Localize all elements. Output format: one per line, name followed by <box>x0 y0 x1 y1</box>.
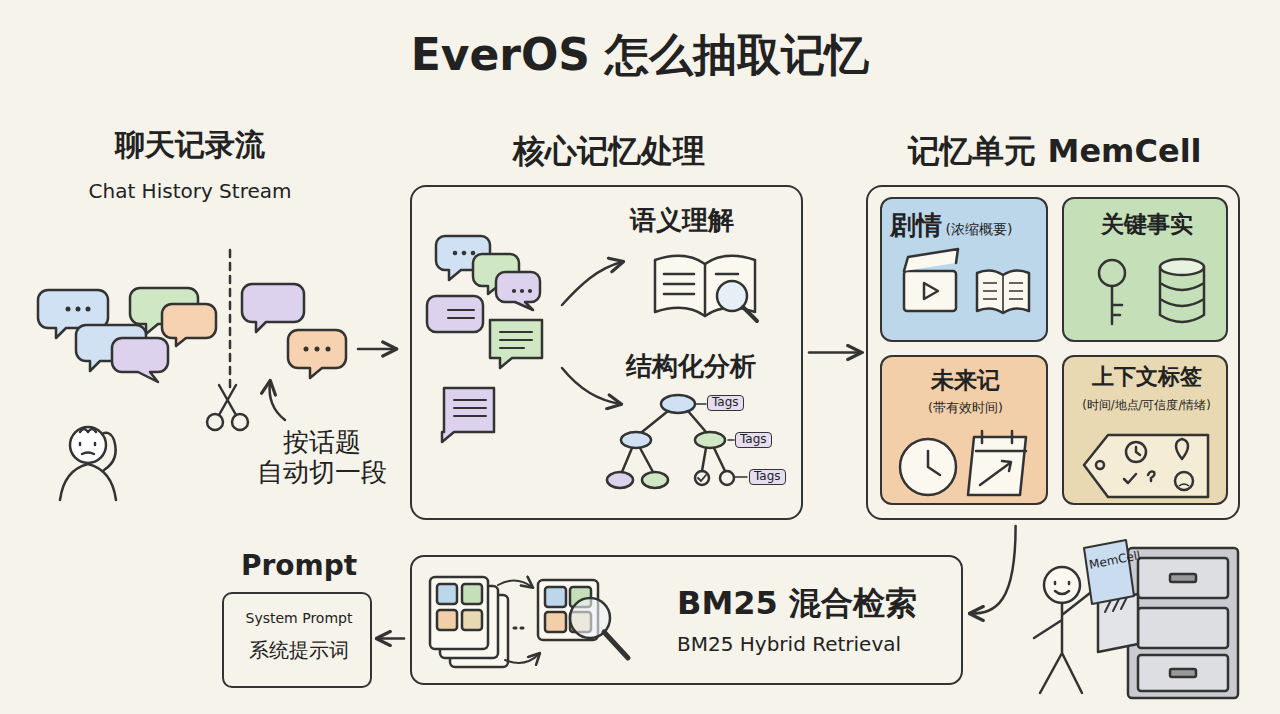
scissors <box>207 385 248 430</box>
memcell-box: 记忆单元 MemCell剧情(浓缩概要)关键事实未来记(带有效时间)上下文标签(… <box>866 185 1240 520</box>
node-heading: BM25 混合检索 <box>677 585 917 622</box>
node-text: System Prompt <box>224 610 374 626</box>
label-text: Chat History Stream <box>60 180 320 203</box>
node-heading: 记忆单元 MemCell <box>868 133 1242 170</box>
pointer-arrow <box>270 382 285 420</box>
tree-diagram <box>607 395 747 488</box>
node-heading: Prompt <box>224 550 374 582</box>
node-heading: 未来记 <box>882 367 1050 393</box>
label-text: 语义理解 <box>630 206 734 236</box>
node-text: (时间/地点/可信度/情绪) <box>1064 399 1230 412</box>
label-text: 聊天记录流 <box>90 128 290 163</box>
connector-arrow <box>809 351 860 354</box>
node-heading: 核心记忆处理 <box>412 133 805 170</box>
node-text: (浓缩概要) <box>946 221 1013 237</box>
connector-arrow <box>378 637 404 640</box>
prompt-box: PromptSystem Prompt系统提示词 <box>222 592 372 688</box>
node-text: (带有效时间) <box>882 401 1050 415</box>
flow-arrow <box>562 262 622 305</box>
chat-bubbles <box>38 284 346 382</box>
connector-arrow <box>971 526 1016 614</box>
diagram-title: EverOS 怎么抽取记忆 <box>0 30 1280 81</box>
node-text: BM25 Hybrid Retrieval <box>677 633 901 656</box>
node-heading: 上下文标签 <box>1064 365 1230 390</box>
memory-card: 关键事实 <box>1062 197 1228 342</box>
label-text: Tags <box>749 469 786 485</box>
memory-card: 未来记 (带有效时间) <box>880 355 1048 505</box>
node-heading: 剧情 <box>890 211 942 241</box>
card-stack <box>430 577 628 667</box>
book-magnifier <box>655 256 757 321</box>
node-text: 系统提示词 <box>224 640 374 662</box>
memory-card: 上下文标签 (时间/地点/可信度/情绪) <box>1062 355 1228 505</box>
retrieval-box: BM25 混合检索 BM25 Hybrid Retrieval <box>410 555 963 685</box>
core-bubbles <box>427 236 542 442</box>
label-text: 按话题 自动切一段 <box>252 428 392 488</box>
confused-person <box>60 427 116 500</box>
flow-arrow <box>562 368 620 404</box>
label-text: Tags <box>735 432 772 448</box>
label-text: Tags <box>707 395 744 411</box>
cut-line <box>229 250 232 392</box>
flow-arrow <box>358 348 395 351</box>
node-heading: 关键事实 <box>1064 211 1230 237</box>
label-text: 结构化分析 <box>626 352 756 382</box>
memory-card: 剧情(浓缩概要) <box>880 197 1048 342</box>
